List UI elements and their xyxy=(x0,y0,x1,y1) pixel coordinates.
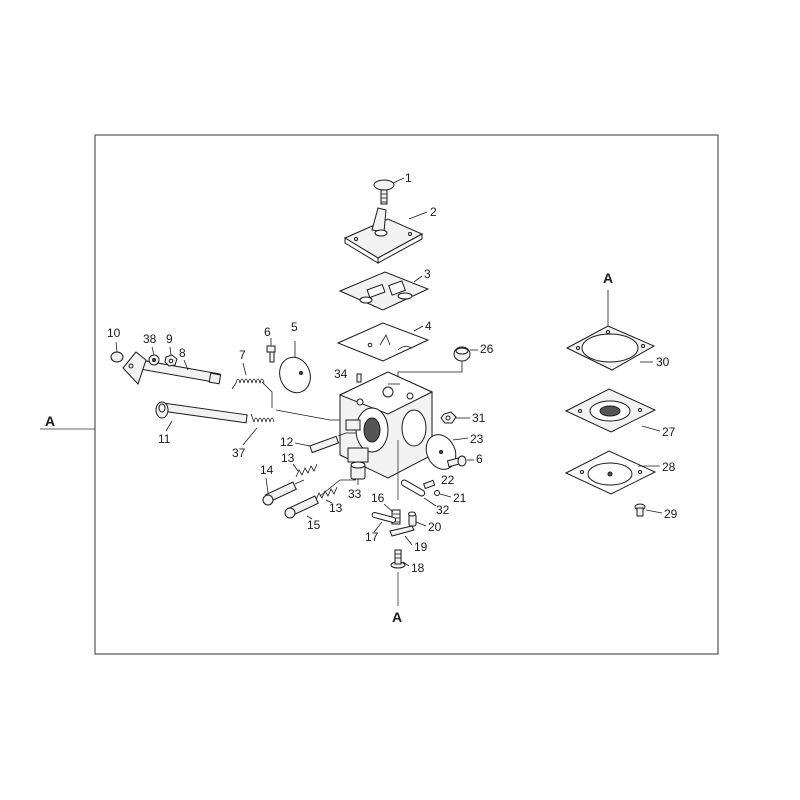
part-10-lever xyxy=(122,351,147,385)
part-13-spring-lower xyxy=(315,486,338,501)
label-4: 4 xyxy=(425,319,432,333)
section-ref-bottom: A xyxy=(392,609,402,625)
label-11: 11 xyxy=(158,432,171,446)
label-1: 1 xyxy=(405,171,412,185)
part-29-screw xyxy=(634,503,646,517)
label-33: 33 xyxy=(348,487,362,501)
part-9-nut xyxy=(164,354,178,367)
part-12-needle xyxy=(309,432,347,454)
label-15: 15 xyxy=(307,518,321,532)
label-38: 38 xyxy=(143,332,157,346)
label-12: 12 xyxy=(280,435,294,449)
part-11-choke-shaft xyxy=(155,401,248,424)
part-17-pin xyxy=(371,512,397,523)
part-32-gasket xyxy=(400,479,426,497)
label-14: 14 xyxy=(260,463,274,477)
part-5-diaphragm xyxy=(279,356,311,394)
label-21: 21 xyxy=(453,491,467,505)
part-34-pin xyxy=(356,373,362,383)
label-17: 17 xyxy=(365,530,379,544)
section-ref-inset: A xyxy=(603,270,613,286)
label-32: 32 xyxy=(436,503,450,517)
part-14-needle xyxy=(262,479,305,506)
part-7-spring xyxy=(231,378,265,390)
label-20: 20 xyxy=(428,520,442,534)
label-30: 30 xyxy=(656,355,670,369)
part-30-gasket xyxy=(565,325,656,371)
part-18-screw xyxy=(390,549,406,569)
part-27-pump-diaphragm xyxy=(564,388,657,433)
label-9: 9 xyxy=(166,332,173,346)
label-13a: 13 xyxy=(281,451,295,465)
label-18: 18 xyxy=(411,561,425,575)
part-6-screw-left xyxy=(266,345,276,363)
label-26: 26 xyxy=(480,342,494,356)
label-7: 7 xyxy=(239,348,246,362)
label-8: 8 xyxy=(179,346,186,360)
label-34: 34 xyxy=(334,367,348,381)
label-3: 3 xyxy=(424,267,431,281)
part-38-washer xyxy=(148,354,160,366)
part-6-screw-right xyxy=(446,455,467,468)
label-29: 29 xyxy=(664,507,678,521)
label-16: 16 xyxy=(371,491,385,505)
label-22: 22 xyxy=(441,473,455,487)
part-15-needle xyxy=(284,495,319,519)
part-33-plug xyxy=(350,461,366,480)
part-19-control-lever xyxy=(389,525,415,537)
label-2: 2 xyxy=(430,205,437,219)
carburetor-body xyxy=(338,371,434,479)
part-21-ball xyxy=(434,490,440,496)
part-26-cap xyxy=(453,346,471,362)
label-13b: 13 xyxy=(329,501,343,515)
label-28: 28 xyxy=(662,460,676,474)
label-5: 5 xyxy=(291,320,298,334)
part-2-pump-cover xyxy=(343,207,424,264)
diagram-frame xyxy=(94,134,719,655)
part-1-screw xyxy=(373,179,395,205)
part-3-gasket xyxy=(338,271,430,311)
label-23: 23 xyxy=(470,432,484,446)
part-37-spring xyxy=(250,413,275,423)
part-20-inlet-needle xyxy=(408,511,417,527)
part-22-screw xyxy=(422,479,436,490)
part-28-metering-diaphragm xyxy=(564,450,657,495)
label-6b: 6 xyxy=(476,452,483,466)
part-10-screw xyxy=(110,351,124,363)
section-ref-left: A xyxy=(45,413,55,429)
label-10: 10 xyxy=(107,326,121,340)
part-13-spring-upper xyxy=(295,463,318,478)
part-31-nut xyxy=(440,411,457,424)
label-31: 31 xyxy=(472,411,486,425)
label-19: 19 xyxy=(414,540,428,554)
label-6a: 6 xyxy=(264,325,271,339)
part-4-metering-plate xyxy=(336,322,430,362)
label-27: 27 xyxy=(662,425,676,439)
label-37: 37 xyxy=(232,446,246,460)
